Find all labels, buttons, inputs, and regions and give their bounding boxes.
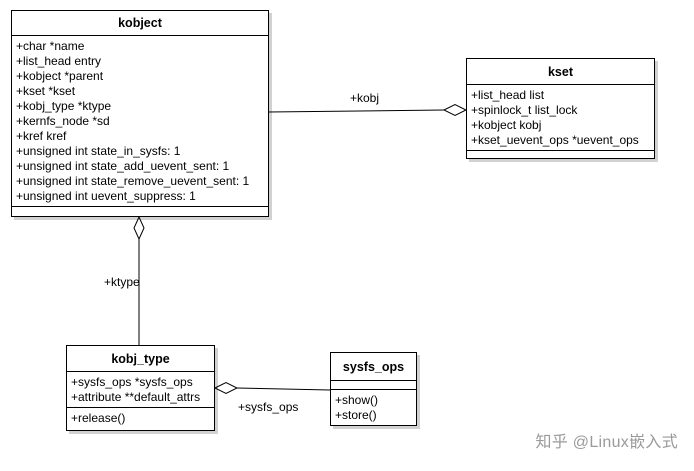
method: +store() bbox=[335, 408, 377, 422]
attribute: +list_head list bbox=[471, 88, 545, 102]
attribute: +unsigned int uevent_suppress: 1 bbox=[16, 189, 196, 203]
kobj-aggregation-diamond bbox=[442, 103, 468, 117]
attribute: +char *name bbox=[16, 39, 85, 53]
sysfs-ops-aggregation-diamond bbox=[213, 381, 239, 395]
attribute: +kobject kobj bbox=[471, 118, 542, 132]
attribute: +kset *kset bbox=[16, 84, 76, 98]
class-kobj-type-methods: +release() bbox=[67, 408, 214, 428]
class-sysfs-ops: sysfs_ops +show() +store() bbox=[330, 352, 417, 426]
attribute: +spinlock_t list_lock bbox=[471, 103, 578, 117]
attribute: +kernfs_node *sd bbox=[16, 114, 110, 128]
class-kobject: kobject +char *name +list_head entry +ko… bbox=[11, 10, 269, 217]
ktype-aggregation-diamond bbox=[133, 215, 145, 241]
watermark-text: 知乎 @Linux嵌入式 bbox=[535, 434, 678, 451]
attribute: +kobj_type *ktype bbox=[16, 99, 112, 113]
attribute: +kset_uevent_ops *uevent_ops bbox=[471, 133, 639, 147]
attribute: +unsigned int state_in_sysfs: 1 bbox=[16, 144, 181, 158]
attribute: +unsigned int state_add_uevent_sent: 1 bbox=[16, 159, 230, 173]
class-kobj-type: kobj_type +sysfs_ops *sysfs_ops +attribu… bbox=[66, 345, 215, 431]
class-kset-methods bbox=[467, 151, 654, 159]
sysfs-ops-association-line bbox=[236, 387, 331, 391]
method: +release() bbox=[71, 411, 126, 425]
class-kset-name: kset bbox=[467, 59, 654, 85]
attribute: +unsigned int state_remove_uevent_sent: … bbox=[16, 174, 250, 188]
kobj-association-label: +kobj bbox=[350, 91, 380, 105]
kobj-association-line bbox=[268, 109, 445, 113]
sysfs-ops-association-label: +sysfs_ops bbox=[238, 400, 299, 414]
method: +show() bbox=[335, 393, 379, 407]
class-kset: kset +list_head list +spinlock_t list_lo… bbox=[466, 58, 655, 159]
class-kobject-name: kobject bbox=[12, 11, 268, 36]
attribute: +attribute **default_attrs bbox=[71, 390, 201, 404]
attribute: +sysfs_ops *sysfs_ops bbox=[71, 375, 193, 389]
class-kobject-methods bbox=[12, 207, 268, 215]
attribute: +kobject *parent bbox=[16, 69, 104, 83]
class-kset-attributes: +list_head list +spinlock_t list_lock +k… bbox=[467, 85, 654, 151]
class-kobject-attributes: +char *name +list_head entry +kobject *p… bbox=[12, 36, 268, 207]
class-sysfs-ops-methods: +show() +store() bbox=[331, 390, 416, 425]
attribute: +list_head entry bbox=[16, 54, 102, 68]
class-sysfs-ops-name: sysfs_ops bbox=[331, 353, 416, 381]
class-sysfs-ops-attributes bbox=[331, 381, 416, 390]
class-kobj-type-name: kobj_type bbox=[67, 346, 214, 372]
attribute: +kref kref bbox=[16, 129, 67, 143]
ktype-association-label: +ktype bbox=[104, 275, 140, 289]
class-kobj-type-attributes: +sysfs_ops *sysfs_ops +attribute **defau… bbox=[67, 372, 214, 408]
